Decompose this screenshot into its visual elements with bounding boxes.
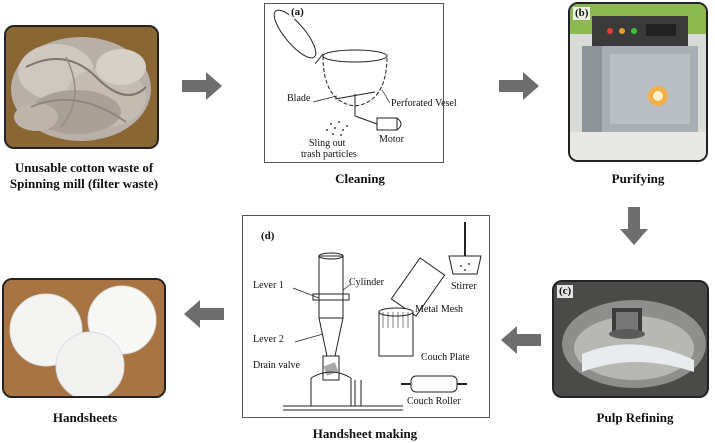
motor-label: Motor [379,134,404,145]
couch-plate-label: Couch Plate [421,352,470,363]
metal-mesh-label: Metal Mesh [415,304,464,315]
lever1-label: Lever 1 [253,280,284,291]
arrow-left-icon [501,326,541,354]
trash-particles-label: trash particles [301,149,357,160]
handsheets-image [4,280,164,396]
refiner-image [554,282,707,396]
cylinder-label: Cylinder [349,277,384,288]
purifying-caption: Purifying [611,171,665,186]
cotton-waste-image [6,27,157,147]
refining-photo: (c) [552,280,709,398]
cleaning-caption: Cleaning [335,171,385,186]
refining-panel-label: (c) [557,285,574,298]
handsheet-former-sketch [283,222,482,411]
arrow-left-icon [184,300,224,328]
cotton-waste-caption: Unusable cotton waste of Spinning mill (… [9,160,159,191]
arrow-right-icon [182,72,222,100]
blade-label: Blade [287,93,311,104]
lever2-label: Lever 2 [253,334,284,345]
handsheets-caption: Handsheets [52,410,118,425]
arrow-right-icon [499,72,539,100]
cleaning-panel-label: (a) [289,6,306,19]
stirrer-label: Stirrer [451,281,477,292]
drain-valve-label: Drain valve [253,360,300,371]
handsheet-panel-label: (d) [259,230,277,243]
handsheet-making-diagram: (d) Lever 1 Cylinder Stirrer Metal Mesh … [242,215,490,418]
refining-caption: Pulp Refining [596,410,674,425]
couch-roller-label: Couch Roller [407,396,461,407]
perforated-vessel-label: Perforated Vesel [391,98,457,109]
cleaning-diagram: (a) Blade Perforated Vesel Sling out tra… [264,3,457,163]
purifying-photo: (b) [568,2,708,162]
sling-out-label: Sling out [309,138,346,149]
handsheets-photo [2,278,166,398]
arrow-down-icon [620,207,648,245]
handsheet-making-caption: Handsheet making [312,426,418,441]
purifying-panel-label: (b) [573,7,591,20]
purifier-machine-image [570,4,706,160]
cotton-waste-photo [4,25,159,149]
cleaning-sketch [273,9,402,136]
